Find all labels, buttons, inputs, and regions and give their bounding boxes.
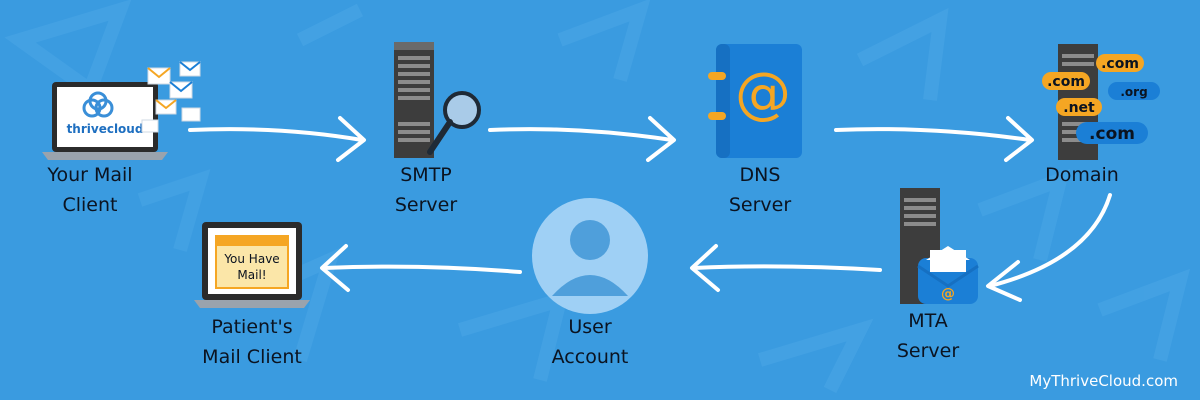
label-smtp-server: SMTP Server [326,160,526,220]
patient-laptop-icon: You Have Mail! [194,222,310,308]
label-line: Your Mail [47,164,133,186]
label-dns-server: DNS Server [660,160,860,220]
label-mta-server: MTA Server [828,306,1028,366]
tld-tag: .org [1120,85,1147,99]
at-sign-icon: @ [941,286,955,302]
arrowhead-3 [1004,116,1034,162]
arrowhead-5 [690,244,720,292]
dns-address-book-icon: @ [708,44,802,158]
arrow-user-to-patient [322,264,522,274]
mta-server-icon: @ [900,188,979,304]
label-line: Client [62,194,118,216]
arrow-smtp-to-dns [488,127,674,142]
arrow-mta-to-user [692,264,882,272]
arrowhead-4 [986,260,1022,302]
label-patient-mail-client: Patient's Mail Client [152,312,352,372]
notification-text-2: Mail! [237,268,266,282]
envelopes-icon [141,61,201,133]
tld-tag: .net [1063,100,1095,116]
user-avatar-icon [532,198,648,314]
arrow-client-to-smtp [188,127,364,142]
arrowhead-1 [336,116,366,162]
arrowhead-2 [646,116,676,162]
watermark: MyThriveCloud.com [1029,372,1178,390]
magnifier-icon [443,91,481,129]
at-sign-icon: @ [735,61,791,126]
label-line: SMTP [400,164,452,186]
label-domain: Domain [982,160,1182,190]
label-line: User [568,316,612,338]
tld-tag: .com [1101,56,1139,72]
notification-text-1: You Have [223,252,279,266]
label-user-account: User Account [490,312,690,372]
domain-icon: .com .com .org .net .com [1042,44,1160,160]
label-line: Server [896,340,960,362]
label-line: Server [394,194,458,216]
label-line: MTA [908,310,948,332]
tld-tag: .com [1089,124,1135,144]
arrow-dns-to-domain [834,127,1032,142]
label-line: Domain [1045,164,1119,186]
label-line: Account [551,346,629,368]
arrow-domain-to-mta [988,193,1112,288]
tld-tag: .com [1047,74,1085,90]
label-line: Mail Client [202,346,302,368]
arrowhead-6 [320,244,350,292]
label-line: Server [728,194,792,216]
label-line: DNS [739,164,781,186]
thrivecloud-logo-text: thrivecloud [67,122,144,136]
label-line: Patient's [211,316,293,338]
smtp-server-icon [394,42,481,158]
laptop-icon: thrivecloud [42,61,201,160]
label-your-mail-client: Your Mail Client [0,160,190,220]
